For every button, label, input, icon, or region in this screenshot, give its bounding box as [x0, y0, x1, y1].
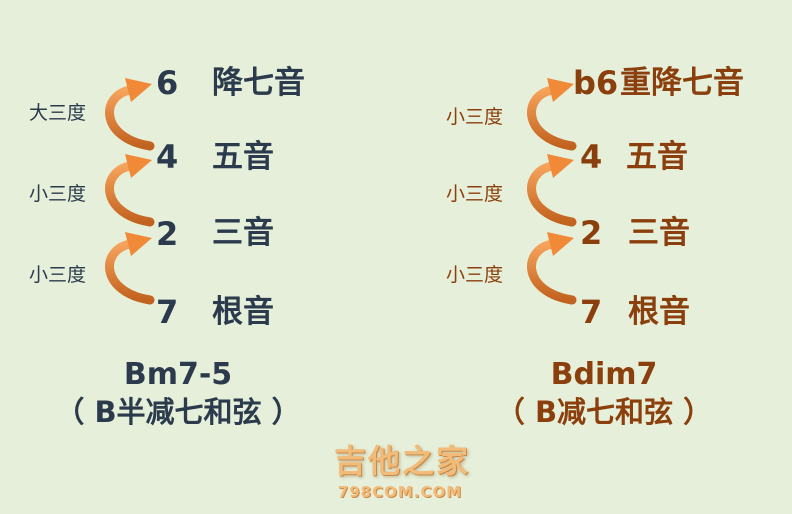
left-degree-root: 7: [156, 293, 179, 331]
right-chord-desc: （ B减七和弦 ）: [495, 395, 713, 429]
left-interval-2: 小三度: [29, 183, 87, 205]
left-degree-3: 2: [156, 215, 179, 253]
right-degree-5: 4: [580, 138, 603, 176]
left-chord-name: Bm7-5: [123, 357, 233, 392]
left-name-root: 根音: [212, 294, 274, 330]
right-name-root: 根音: [628, 294, 690, 330]
watermark-url: 798COM.COM: [337, 483, 463, 501]
left-degree-b7: 6: [156, 64, 179, 102]
left-arrow-3: [105, 232, 155, 305]
left-interval-1: 大三度: [29, 102, 87, 124]
right-chord-name: Bdim7: [550, 357, 658, 392]
right-degree-bb7: b6: [573, 64, 619, 102]
watermark-title: 吉他之家: [333, 442, 471, 480]
left-arrow-1: [105, 78, 155, 151]
left-degree-5: 4: [156, 138, 179, 176]
right-degree-root: 7: [580, 293, 603, 331]
right-interval-3: 小三度: [446, 264, 504, 286]
right-name-3: 三音: [628, 215, 690, 251]
left-name-3: 三音: [212, 215, 274, 251]
left-name-5: 五音: [212, 139, 274, 175]
right-arrow-1: [527, 78, 577, 151]
right-name-5: 五音: [626, 139, 688, 175]
left-arrow-2: [105, 154, 155, 227]
left-chord-desc: （ B半减七和弦 ）: [55, 395, 301, 429]
right-arrow-2: [527, 154, 577, 227]
right-name-bb7: 重降七音: [620, 65, 744, 101]
left-interval-3: 小三度: [29, 264, 87, 286]
right-interval-2: 小三度: [446, 183, 504, 205]
right-interval-1: 小三度: [446, 106, 504, 128]
left-name-b7: 降七音: [212, 65, 305, 101]
right-arrow-3: [527, 232, 577, 305]
right-degree-3: 2: [580, 214, 603, 252]
